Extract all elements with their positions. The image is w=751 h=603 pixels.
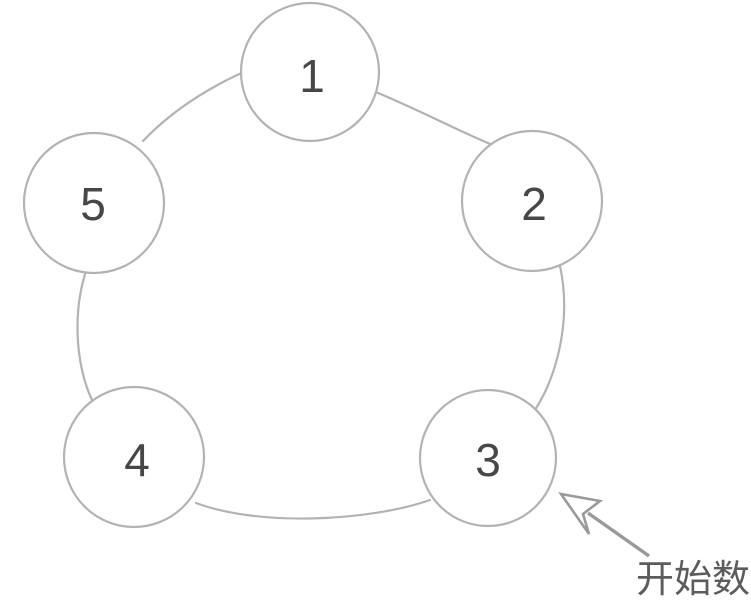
edge-1-to-2 <box>369 88 502 150</box>
edge-4-to-5 <box>76 266 96 406</box>
arrow-head-icon <box>558 492 604 535</box>
node-2-label: 2 <box>521 178 547 230</box>
edge-2-to-3 <box>530 264 566 416</box>
node-4-label: 4 <box>124 434 150 486</box>
node-5-circle[interactable] <box>22 131 166 275</box>
start-annotation-label: 开始数 <box>636 557 750 601</box>
node-1-label: 1 <box>299 50 325 102</box>
node-5-label: 5 <box>80 178 106 230</box>
node-3-label: 3 <box>475 434 501 486</box>
node-label-group: 1 2 3 4 5 <box>80 50 547 486</box>
node-1-circle[interactable] <box>239 1 381 143</box>
arrow-shaft <box>587 511 650 558</box>
node-2-circle[interactable] <box>460 129 604 273</box>
edge-3-to-4 <box>194 498 432 520</box>
node-group <box>22 1 604 529</box>
node-3-circle[interactable] <box>418 388 558 528</box>
start-pointer-arrow <box>558 492 650 558</box>
node-4-circle[interactable] <box>62 385 206 529</box>
